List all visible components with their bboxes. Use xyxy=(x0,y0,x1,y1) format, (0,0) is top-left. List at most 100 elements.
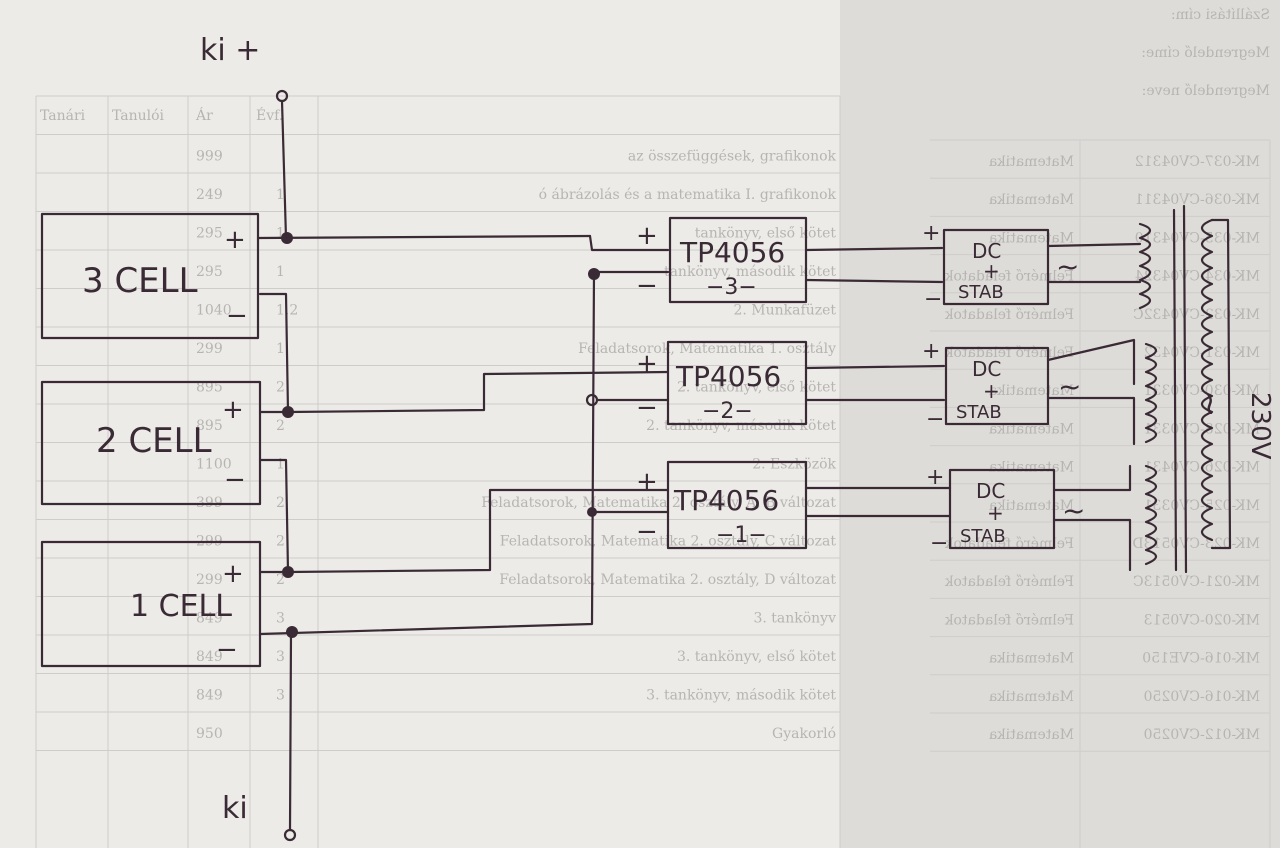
ghost-grade-cell: 2 xyxy=(276,534,285,550)
ghost-price-cell: 299 xyxy=(196,572,223,588)
cell-2: 2 CELL + − xyxy=(40,380,262,506)
ghost-grade-cell: 1 xyxy=(276,226,285,242)
ghost-title-cell: ó ábrázolás és a matematika I. grafikono… xyxy=(539,187,837,203)
converter-2: DC + STAB + − ~ xyxy=(922,339,1081,432)
converter-1-box xyxy=(948,468,1056,550)
charger-1-name: TP4056 xyxy=(673,484,779,517)
cell-3-minus: − xyxy=(226,301,248,331)
ghost-mirror-form-label: Szállítási cím: xyxy=(1171,7,1270,23)
junction-minus-bus-top xyxy=(588,268,600,280)
cell2-plus-to-charger2 xyxy=(286,370,670,414)
ghost-title-cell: 3. tankönyv xyxy=(753,611,836,627)
charger-2-plus: + xyxy=(636,349,658,379)
ghost-title-cell: 2. tankönyv, első kötet xyxy=(677,380,836,396)
charger-1: TP4056 −1− + − xyxy=(636,460,808,550)
ghost-mirror-subject: Matematika xyxy=(989,421,1074,437)
ghost-mirror-form-label: Megrendelő címe: xyxy=(1141,45,1270,61)
converter-3-box xyxy=(942,228,1050,306)
ghost-mirror-subject: Matematika xyxy=(989,192,1074,208)
converter-3-line2: + xyxy=(983,259,1000,283)
ghost-title-cell: tankönyv, második kötet xyxy=(664,264,836,280)
ghost-mirror-code: MK-020-CV0513 xyxy=(1144,612,1260,628)
converter-3-plus: + xyxy=(922,221,940,246)
ghost-title-cell: Feladatsorok, Matematika 2. osztály, A, … xyxy=(481,495,836,511)
secondary-winding-3 xyxy=(1138,222,1152,310)
ghost-title-cell: Feladatsorok, Matematika 1. osztály xyxy=(578,341,836,357)
ghost-title-cell: 3. tankönyv, első kötet xyxy=(677,649,836,665)
ghost-price-cell: 849 xyxy=(196,688,223,704)
ghost-header-cell: Tanulói xyxy=(112,108,165,124)
charger-1-index: −1− xyxy=(716,523,767,548)
ghost-mirror-code: MK-016-CVE150 xyxy=(1142,651,1260,667)
ghost-mirror-code: MK-030-CV0331 xyxy=(1144,383,1260,399)
ghost-header-cell: Évf. xyxy=(256,106,283,124)
charger-3-name: TP4056 xyxy=(679,236,785,269)
converter-1-line2: + xyxy=(987,501,1004,525)
transformer: 230V ~ xyxy=(1138,204,1275,574)
cell-2-box xyxy=(40,380,262,506)
ghost-mirror-subject: Felmérő feladatok xyxy=(945,269,1074,285)
ghost-mirror-code: MK-035-CV04310 xyxy=(1135,230,1260,246)
converter-2-minus: − xyxy=(926,407,944,432)
transformer-ac-symbol: ~ xyxy=(1192,392,1227,417)
ghost-header-cell: Ár xyxy=(195,106,213,124)
cell3-plus-wire xyxy=(256,234,592,240)
ghost-mirror-subject: Matematika xyxy=(989,460,1074,476)
ghost-mirror-code: MK-034-CV04324 xyxy=(1135,269,1260,285)
wire-conv1-sec1 xyxy=(1052,464,1132,572)
ghost-mirror-code: MK-036-CV04311 xyxy=(1135,192,1260,208)
ghost-grade-cell: 3 xyxy=(276,688,285,704)
output-minus-label: ki xyxy=(222,791,248,826)
output-plus-label: ki + xyxy=(200,33,260,68)
ghost-grade-cell: 1 xyxy=(276,341,285,357)
cell-1-plus: + xyxy=(222,559,244,589)
ghost-mirror-code: MK-012-CV0250 xyxy=(1144,727,1260,743)
charger-3: TP4056 −3− + − xyxy=(636,216,808,304)
ghost-title-cell: az összefüggések, grafikonok xyxy=(628,149,837,165)
cell3-minus-to-cell2-plus xyxy=(258,292,290,414)
primary-leads xyxy=(1210,218,1232,550)
converter-3-minus: − xyxy=(924,287,942,312)
converter-3-ac-symbol: ~ xyxy=(1056,250,1079,283)
primary-winding xyxy=(1200,218,1214,542)
converter-2-plus: + xyxy=(922,339,940,364)
charger-1-minus: − xyxy=(636,517,658,547)
converter-1-line3: STAB xyxy=(960,526,1006,547)
charger-2-minus: − xyxy=(636,393,658,423)
ghost-price-cell: 299 xyxy=(196,341,223,357)
cell-3-box xyxy=(40,212,260,340)
ghost-price-cell: 295 xyxy=(196,226,223,242)
paper-right xyxy=(840,0,1280,848)
cell1-minus-bus xyxy=(258,270,670,636)
cell-3-label: 3 CELL xyxy=(82,261,198,301)
charger-2: TP4056 −2− + − xyxy=(636,340,808,426)
ghost-grade-cell: 2 xyxy=(276,572,285,588)
ghost-title-cell: Gyakorló xyxy=(772,726,836,742)
ghost-price-cell: 249 xyxy=(196,187,223,203)
ghost-title-cell: 2. Eszközök xyxy=(752,457,836,473)
converter-1-plus: + xyxy=(926,465,944,490)
wire-ch3-conv3-minus xyxy=(804,278,944,284)
cell-2-label: 2 CELL xyxy=(96,421,212,461)
ghost-grade-cell: 3 xyxy=(276,611,285,627)
ghost-title-cell: 2. tankönyv, második kötet xyxy=(646,418,836,434)
ghost-price-cell: 1100 xyxy=(196,457,232,473)
cell-1: 1 CELL + − xyxy=(40,540,262,668)
transformer-core-right xyxy=(1182,204,1188,574)
charger-2-name: TP4056 xyxy=(675,360,781,393)
ghost-mirror-subject: Matematika xyxy=(989,230,1074,246)
ghost-grade-cell: 3 xyxy=(276,649,285,665)
ghost-mirror-subject: Matematika xyxy=(989,383,1074,399)
ghost-price-cell: 950 xyxy=(196,726,223,742)
ghost-mirror-code: MK-032-CV0432C xyxy=(1133,307,1260,323)
cell1-plus-to-charger1 xyxy=(286,488,670,574)
ghost-mirror-form-label: Megrendelő neve: xyxy=(1142,83,1270,99)
ghost-grade-cell: 1 xyxy=(276,457,285,473)
ghost-title-cell: 3. tankönyv, második kötet xyxy=(646,688,836,704)
wire-ch3-conv3-plus xyxy=(804,246,944,252)
cell-2-plus: + xyxy=(222,395,244,425)
ghost-mirror-code: MK-028-CV0331 xyxy=(1144,421,1260,437)
circuit-diagram: ki + ki 3 CELL + − 2 CELL + − 1 CELL + − xyxy=(40,33,1275,842)
converter-3: DC + STAB + − ~ xyxy=(922,221,1079,312)
ghost-grade-cell: 1 xyxy=(276,187,285,203)
